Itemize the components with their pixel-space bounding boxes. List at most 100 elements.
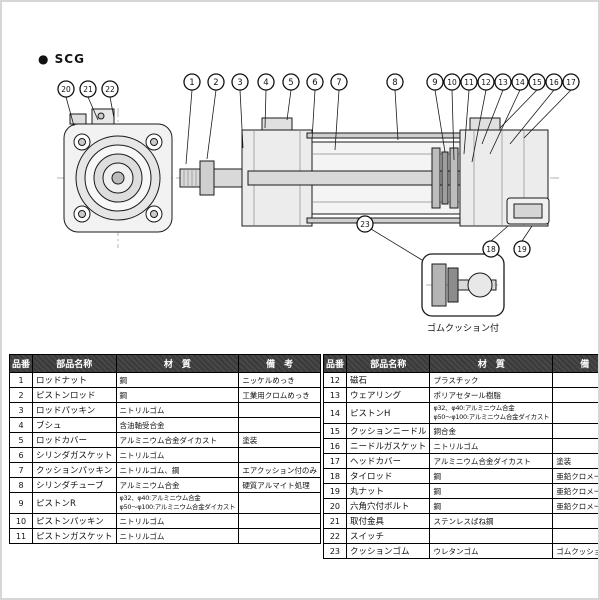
material-line: アルミニウム合金ダイカスト [433,456,531,466]
callout-12: 12 [477,73,495,91]
header-part-no: 品番 [322,354,347,373]
cushion-rubber [447,267,459,303]
tie-rod-bottom [306,217,463,224]
part-number-cell: 11 [8,528,34,544]
part-name-cell: 磁石 [345,372,431,388]
callout-20: 20 [57,80,75,98]
part-number-cell: 1 [8,372,34,388]
part-material-cell: 鋼 [115,372,240,388]
part-number-cell: 3 [8,402,34,418]
part-remarks-cell: 亜鉛クロメート処理 [552,498,598,514]
magnet [441,151,449,205]
cylinder-diagram-svg: ゴムクッション付 [57,73,580,334]
part-remarks-cell [238,513,321,529]
material-line: プラスチック [433,375,479,385]
part-name-cell: クッションゴム [345,543,431,559]
header-material: 材 質 [429,354,554,373]
material-line: ニトリルゴム [119,531,165,541]
svg-text:9: 9 [432,78,437,88]
callout-18: 18 [482,240,500,258]
callout-21: 21 [79,80,97,98]
part-number-cell: 23 [322,543,347,559]
part-name-cell: ピストンパッキン [32,513,117,529]
rod-nut [199,160,215,196]
part-number-cell: 10 [8,513,34,529]
material-line: ニトリルゴム、鋼 [119,465,180,475]
header-material: 材 質 [115,354,240,373]
part-name-cell: クッションニードル [345,423,431,439]
svg-text:19: 19 [517,245,527,254]
detail-view-rubber-cushion [421,253,505,317]
part-number-cell: 14 [322,402,347,424]
material-line: アルミニウム合金 [119,480,180,490]
foot-bracket-slot [513,203,543,219]
series-label: ● SCG [38,52,85,66]
part-number-cell: 21 [322,513,347,529]
part-material-cell: 鋼 [115,387,240,403]
svg-text:10: 10 [447,78,457,87]
part-name-cell: ニードルガスケット [345,438,431,454]
part-material-cell: ニトリルゴム [115,513,240,529]
rod-end-face [111,171,125,185]
part-remarks-cell [552,402,598,424]
callout-7: 7 [330,73,348,91]
callout-13: 13 [494,73,512,91]
callout-8: 8 [386,73,404,91]
part-number-cell: 22 [322,528,347,544]
material-line: 鋼 [119,375,128,385]
part-material-cell: ステンレスばね鋼 [429,513,554,529]
part-name-cell: ロッドパッキン [32,402,117,418]
callout-6: 6 [306,73,324,91]
material-line: 含油軸受合金 [119,420,165,430]
header-remarks: 備 考 [552,354,598,373]
part-name-cell: ヘッドカバー [345,453,431,469]
header-part-name: 部品名称 [345,354,431,373]
material-line: 鋼 [119,390,128,400]
svg-text:14: 14 [515,78,525,87]
material-line: φ32、φ40:アルミニウム合金 [119,494,201,502]
callout-17: 17 [562,73,580,91]
callout-15: 15 [528,73,546,91]
part-number-cell: 17 [322,453,347,469]
part-number-cell: 6 [8,447,34,463]
part-number-cell: 13 [322,387,347,403]
part-number-cell: 16 [322,438,347,454]
part-remarks-cell [552,423,598,439]
part-material-cell: 鋼 [429,498,554,514]
part-name-cell: シリンダチューブ [32,477,117,493]
svg-text:8: 8 [392,78,397,88]
callout-11: 11 [460,73,478,91]
svg-text:11: 11 [464,78,474,87]
part-material-cell: ニトリルゴム [115,528,240,544]
part-name-cell: ピストンH [345,402,431,424]
part-material-cell: ニトリルゴム [115,402,240,418]
part-name-cell: 取付金具 [345,513,431,529]
part-name-cell: タイロッド [345,468,431,484]
part-name-cell: クッションパッキン [32,462,117,478]
part-name-cell: 丸ナット [345,483,431,499]
part-remarks-cell [552,372,598,388]
material-line: ポリアセタール樹脂 [433,390,501,400]
part-name-cell: ピストンロッド [32,387,117,403]
callout-22: 22 [101,80,119,98]
part-material-cell: アルミニウム合金 [115,477,240,493]
material-line: φ50〜φ100:アルミニウム合金ダイカスト [119,503,236,511]
svg-text:13: 13 [498,78,508,87]
part-row: 18タイロッド鋼亜鉛クロメート処理 [322,468,598,484]
callout-1: 1 [183,73,201,91]
material-line: ニトリルゴム [119,516,165,526]
